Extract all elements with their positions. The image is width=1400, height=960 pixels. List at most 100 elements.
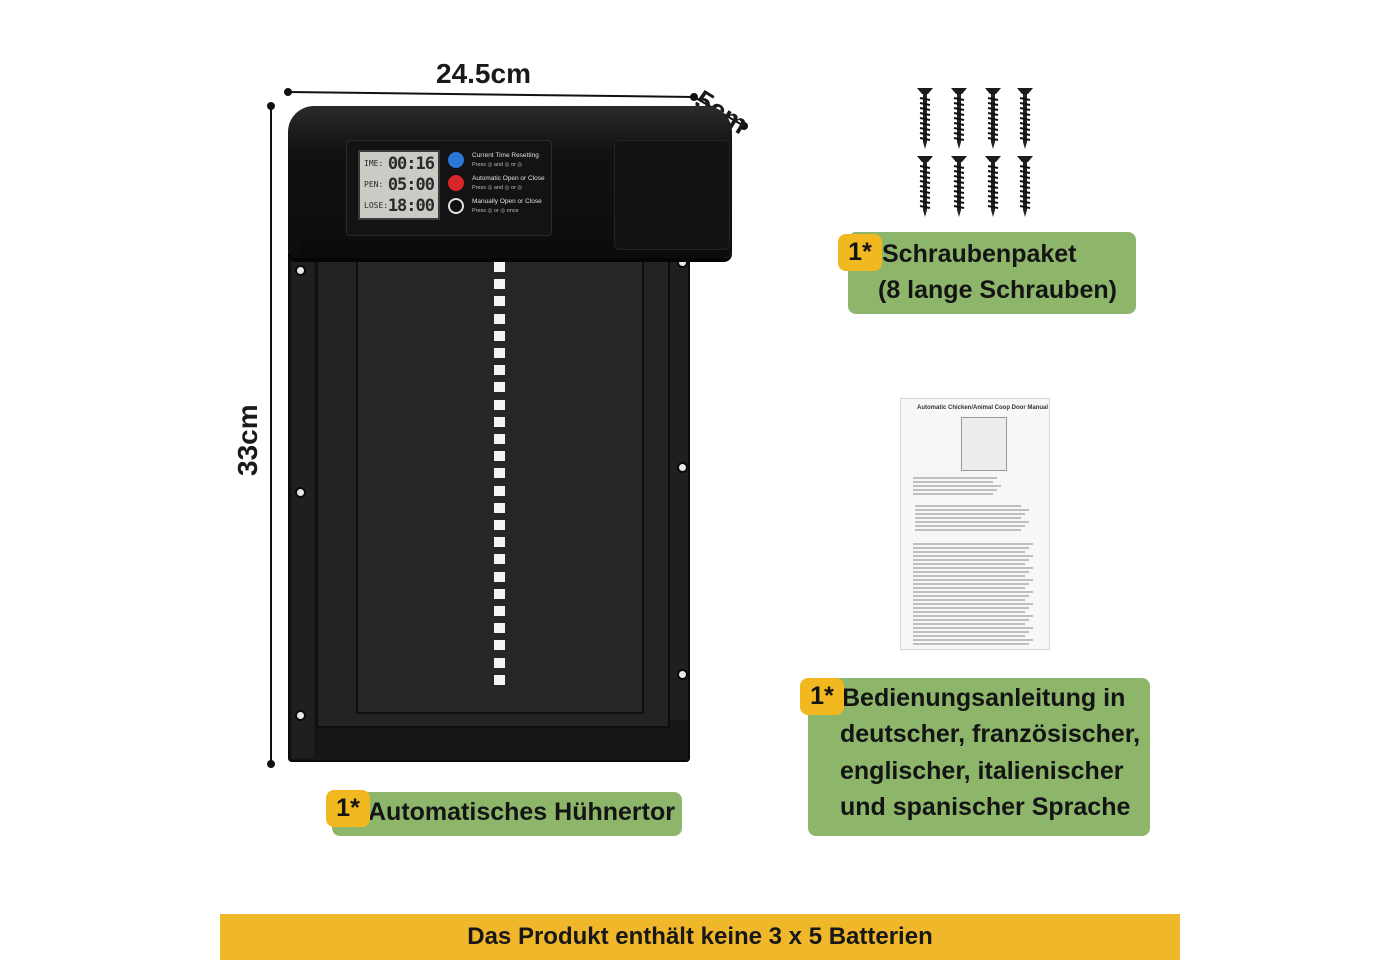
manual-text-line	[913, 489, 997, 491]
label-screws: Schraubenpaket (8 lange Schrauben)	[848, 232, 1136, 314]
label-screws-line2: (8 lange Schrauben)	[878, 276, 1117, 304]
control-subtitle: Press ◎ or ◎ once	[472, 208, 519, 214]
window-slot	[494, 606, 505, 616]
control-subtitle: Press ◎ and ◎ or ◎	[472, 185, 523, 191]
window-slot	[494, 279, 505, 290]
label-screws-line1: Schraubenpaket	[882, 240, 1077, 268]
manual-text-line	[915, 513, 1025, 515]
manual-text-line	[913, 643, 1029, 645]
manual-text-line	[913, 579, 1033, 581]
window-slot	[494, 640, 505, 651]
screw-icon	[951, 88, 967, 149]
window-slot	[494, 451, 505, 462]
manual-text-line	[913, 481, 993, 483]
window-slot	[494, 434, 505, 444]
manual-text-line	[913, 591, 1033, 593]
window-slot	[494, 262, 505, 272]
window-slot	[494, 348, 505, 358]
door-rail-left	[292, 258, 314, 758]
manual-text-line	[913, 571, 1029, 573]
manual-text-line	[915, 521, 1029, 523]
manual-text-line	[915, 505, 1021, 507]
window-slot	[494, 657, 505, 668]
window-slot	[494, 485, 505, 496]
control-row-manual: Manually Open or Close Press ◎ or ◎ once	[448, 198, 548, 220]
label-door-line1: Automatisches Hühnertor	[368, 798, 675, 826]
manual-text-line	[913, 595, 1029, 597]
screw-icon	[917, 156, 933, 217]
badge-screws: 1*	[838, 234, 882, 271]
label-manual-line4: und spanischer Sprache	[840, 793, 1131, 821]
window-slot	[494, 399, 505, 410]
window-slot	[494, 554, 505, 565]
label-door: Automatisches Hühnertor	[332, 792, 682, 836]
window-slot	[494, 382, 505, 393]
lcd-label: LOSE:	[364, 201, 389, 210]
mount-hole	[679, 464, 686, 471]
control-row-auto: Automatic Open or Close Press ◎ and ◎ or…	[448, 175, 548, 197]
manual-text-line	[913, 639, 1033, 641]
lcd-label: IME:	[364, 159, 384, 168]
manual-text-line	[913, 543, 1033, 545]
manual-text-line	[913, 493, 993, 495]
screw-icon	[951, 156, 967, 217]
window-slot	[494, 365, 505, 376]
label-manual-line3: englischer, italienischer	[840, 757, 1124, 785]
height-dimension-label: 33cm	[232, 404, 263, 476]
manual-text-line	[913, 607, 1029, 609]
badge-door: 1*	[326, 790, 370, 827]
control-title: Current Time Resetting	[472, 152, 539, 159]
window-slot	[494, 623, 505, 634]
window-slot	[494, 674, 505, 685]
mount-hole	[297, 489, 304, 496]
manual-text-line	[913, 631, 1029, 633]
manual-text-line	[913, 615, 1033, 617]
footer-banner: Das Produkt enthält keine 3 x 5 Batterie…	[220, 914, 1180, 960]
manual-text-line	[913, 563, 1025, 565]
gear-button-icon	[448, 198, 464, 214]
window-slot	[494, 537, 505, 548]
manual-text-line	[913, 567, 1033, 569]
manual-text-line	[913, 575, 1025, 577]
manual-text-line	[913, 477, 997, 479]
control-title: Automatic Open or Close	[472, 175, 545, 182]
manual-text-line	[913, 603, 1033, 605]
manual-text-line	[913, 623, 1025, 625]
window-slot	[494, 468, 505, 479]
manual-text-line	[913, 555, 1033, 557]
window-slot	[494, 416, 505, 427]
lcd-value: 00:16	[387, 154, 435, 174]
manual-text-line	[913, 599, 1025, 601]
manual-text-line	[913, 547, 1029, 549]
down-button-icon	[448, 175, 464, 191]
up-button-icon	[448, 152, 464, 168]
manual-text-line	[913, 587, 1025, 589]
manual-text-line	[913, 619, 1029, 621]
screw-icon	[985, 88, 1001, 149]
lcd-value: 05:00	[387, 175, 435, 195]
manual-text-line	[913, 485, 1001, 487]
manual-text-line	[913, 583, 1029, 585]
label-manual-line1: Bedienungsanleitung in	[842, 684, 1126, 712]
sensor-box	[614, 140, 730, 250]
control-subtitle: Press ◎ and ◎ or ◎	[472, 162, 523, 168]
window-slot	[494, 330, 505, 341]
door-window-strip	[494, 262, 508, 688]
window-slot	[494, 313, 505, 324]
manual-text-line	[913, 635, 1025, 637]
label-manual: Bedienungsanleitung in deutscher, franzö…	[808, 678, 1150, 836]
label-manual-line2: deutscher, französischer,	[840, 720, 1141, 748]
lcd-label: PEN:	[364, 180, 384, 189]
mount-hole	[679, 671, 686, 678]
manual-text-line	[915, 517, 1021, 519]
mount-hole	[679, 259, 686, 266]
window-slot	[494, 502, 505, 513]
screw-icon	[1017, 88, 1033, 149]
screw-icon	[917, 88, 933, 149]
manual-preview: Automatic Chicken/Animal Coop Door Manua…	[900, 398, 1050, 650]
badge-manual: 1*	[800, 678, 844, 715]
manual-text-line	[913, 559, 1029, 561]
window-slot	[494, 296, 505, 307]
screw-icon	[985, 156, 1001, 217]
manual-text-line	[915, 525, 1025, 527]
